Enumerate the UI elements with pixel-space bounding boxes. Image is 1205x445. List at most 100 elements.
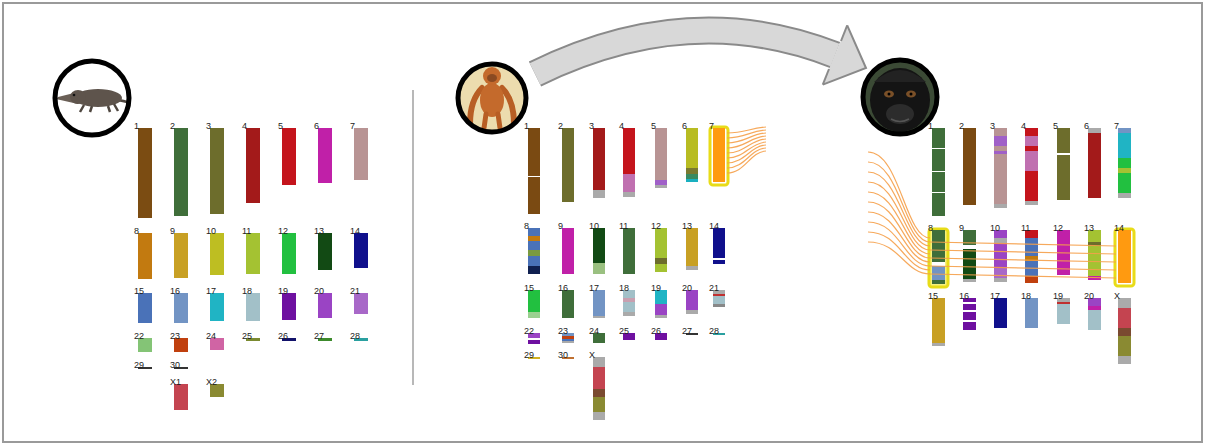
eye (884, 91, 894, 98)
chromosome-number: 10 (206, 226, 216, 236)
chromosome-number-slot: 9 (558, 215, 563, 233)
chromosome-band (686, 290, 698, 310)
chromosome-band (932, 149, 945, 171)
chromosome-number: 7 (1114, 121, 1119, 131)
chromosome-number-slot: 16 (170, 280, 180, 298)
chromosome-number-slot: 28 (709, 320, 719, 338)
icon-ring (863, 60, 937, 134)
chromosome-number-slot: 26 (651, 320, 661, 338)
chromosome-band (1118, 158, 1131, 168)
chromosome-band (1118, 133, 1131, 158)
chromosome (686, 228, 698, 270)
chromosome-band (623, 174, 635, 192)
chromosome (963, 128, 976, 205)
chromosome-number-slot: 14 (1114, 217, 1124, 235)
chromosome-number-slot: 27 (682, 320, 692, 338)
chromosome-number: 8 (524, 221, 529, 231)
chromosome (994, 298, 1007, 328)
chromosome (318, 233, 332, 270)
chromosome-number: 5 (278, 121, 283, 131)
karyotypes (138, 127, 1134, 420)
chromosome-number-slot: 17 (990, 285, 1000, 303)
chromosome-band (593, 389, 605, 397)
chromosome-band (1118, 308, 1131, 328)
chromosome-number-slot: 2 (170, 115, 175, 133)
hair (874, 70, 926, 82)
chromosome (1057, 128, 1070, 200)
chromosome-number: 24 (589, 326, 599, 336)
chromosome (174, 128, 188, 216)
synteny-line (868, 162, 1116, 246)
chromosome-number-slot: 9 (959, 217, 964, 235)
chromosome-number: 30 (558, 350, 568, 360)
chromosome (318, 128, 332, 183)
chromosome-band (994, 204, 1007, 208)
chromosome-number: 8 (134, 226, 139, 236)
macaque-icon (863, 60, 937, 134)
chromosome (562, 290, 574, 318)
chromosome-number-slot: 15 (134, 280, 144, 298)
chromosome (174, 233, 188, 278)
chromosome (528, 128, 540, 214)
chromosome-number-slot: 23 (170, 325, 180, 343)
chromosome-number: 9 (558, 221, 563, 231)
chromosome-number: 11 (242, 226, 251, 236)
chromosome-number-slot: 14 (709, 215, 719, 233)
chromosome-number-slot: 7 (350, 115, 355, 133)
synteny-line (868, 232, 930, 270)
chromosome-number-slot: 15 (524, 277, 534, 295)
chromosome-band (686, 179, 698, 182)
chromosome-number-slot: 1 (524, 115, 529, 133)
chromosome (1118, 128, 1131, 198)
chromosome (210, 293, 224, 321)
chromosome-number: 16 (959, 291, 969, 301)
synteny-line (727, 127, 766, 133)
chromosome-number: 8 (928, 223, 933, 233)
chromosome (138, 293, 152, 323)
chromosome (354, 233, 368, 268)
chromosome-band (528, 312, 540, 318)
synteny-line (727, 151, 766, 173)
chromosome-number: 11 (1021, 223, 1030, 233)
chromosome-band (246, 233, 260, 274)
chromosome-band (1118, 356, 1131, 364)
chromosome-number: X1 (170, 377, 181, 387)
chromosome-number-slot: X (1114, 285, 1120, 303)
chromosome-band (528, 338, 540, 340)
chromosome-number: 15 (134, 286, 144, 296)
arrow-head-outline (823, 69, 829, 85)
chromosome-number: 16 (170, 286, 180, 296)
chromosome (1057, 298, 1070, 324)
chromosome-number-slot: 10 (990, 217, 1000, 235)
chromosome-band (994, 238, 1007, 243)
icon-ring (55, 61, 129, 135)
chromosome-band (655, 264, 667, 272)
chromosome-number-slot: 22 (134, 325, 144, 343)
chromosome (246, 233, 260, 274)
chromosome-number-slot: 19 (651, 277, 661, 295)
arrow-shaft-outline (535, 31, 835, 74)
chromosome-band (994, 151, 1007, 154)
chromosome-number-slot: 13 (1084, 217, 1094, 235)
chromosome-band (1088, 128, 1101, 133)
chromosome-number: 30 (170, 360, 180, 370)
chromosome-band (932, 262, 945, 266)
icon-ground (55, 61, 129, 135)
chromosome-band (318, 233, 332, 270)
chromosome-number: 21 (709, 283, 719, 293)
chromosome-band (1025, 276, 1038, 283)
chromosome-band (1118, 168, 1131, 173)
chromosome-band (562, 339, 574, 341)
chromosome (994, 128, 1007, 208)
chromosome-band (528, 241, 540, 250)
chromosome-band (623, 312, 635, 316)
chromosome-band (1025, 136, 1038, 146)
chromosome-number-slot: 5 (651, 115, 656, 133)
chromosome-number: 10 (589, 221, 599, 231)
chromosome-number-slot: 29 (134, 354, 144, 372)
chromosome (593, 290, 605, 318)
chromosome-band (623, 128, 635, 174)
chromosome (1025, 128, 1038, 205)
chromosome-number: 20 (314, 286, 324, 296)
